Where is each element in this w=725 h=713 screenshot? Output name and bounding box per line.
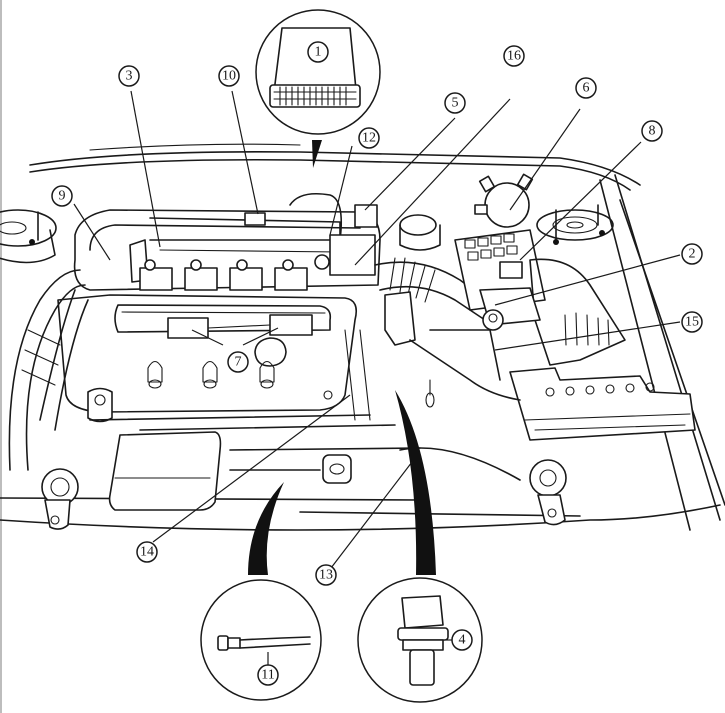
leader-7a xyxy=(191,329,224,346)
callout-8: 8 xyxy=(641,120,663,142)
callout-13: 13 xyxy=(315,564,337,586)
svg-text:15: 15 xyxy=(685,315,699,330)
svg-text:11: 11 xyxy=(261,668,274,683)
left-engine-mount xyxy=(41,468,79,530)
leader-9 xyxy=(73,203,111,261)
inset-pointers xyxy=(248,140,436,575)
svg-text:12: 12 xyxy=(362,131,376,146)
svg-text:1: 1 xyxy=(315,45,322,60)
callout-1: 1 xyxy=(307,41,329,63)
callout-12: 12 xyxy=(358,127,380,149)
fuel-injectors xyxy=(139,259,308,291)
leader-16 xyxy=(354,98,511,266)
svg-text:13: 13 xyxy=(319,568,333,583)
leader-8 xyxy=(519,141,642,261)
inset-ecu-connector xyxy=(255,9,381,135)
svg-text:9: 9 xyxy=(59,189,66,204)
intake-manifold xyxy=(73,192,381,291)
callout-6: 6 xyxy=(575,77,597,99)
leader-7b xyxy=(242,327,279,346)
leader-13 xyxy=(330,461,413,569)
callout-3: 3 xyxy=(118,65,140,87)
callout-2: 2 xyxy=(681,243,703,265)
svg-text:16: 16 xyxy=(507,49,521,64)
pointer-to-temp-sensor xyxy=(395,390,436,575)
right-strut-tower xyxy=(536,204,614,245)
lower-engine-block xyxy=(89,414,421,511)
valve-cover xyxy=(57,294,358,423)
leader-10 xyxy=(231,90,259,215)
svg-text:5: 5 xyxy=(452,96,459,111)
svg-text:8: 8 xyxy=(649,124,656,139)
leader-14 xyxy=(152,394,351,543)
leader-6 xyxy=(509,108,581,211)
leader-5 xyxy=(364,117,456,211)
coolant-reservoir xyxy=(399,214,441,251)
inset-temp-sensor xyxy=(357,577,483,703)
callout-15: 15 xyxy=(681,311,703,333)
right-engine-mount xyxy=(529,459,567,526)
intake-air-duct xyxy=(374,257,491,346)
leader-2 xyxy=(494,254,681,306)
radiator-hoses xyxy=(8,269,89,471)
svg-text:3: 3 xyxy=(126,69,133,84)
pointer-to-oxygen-sensor xyxy=(248,482,284,575)
left-strut-tower xyxy=(0,209,57,264)
callout-14: 14 xyxy=(136,541,158,563)
callout-16: 16 xyxy=(503,45,525,67)
pointer-to-ecu-connector xyxy=(312,140,322,168)
svg-text:14: 14 xyxy=(140,545,154,560)
callout-5: 5 xyxy=(444,92,466,114)
svg-text:7: 7 xyxy=(235,355,242,370)
body-outline xyxy=(0,143,725,531)
leader-lines xyxy=(73,90,681,665)
image-border xyxy=(0,0,2,713)
callout-9: 9 xyxy=(51,185,73,207)
battery xyxy=(509,367,696,441)
svg-text:6: 6 xyxy=(583,81,590,96)
misc-hoses xyxy=(344,329,521,481)
callout-7: 7 xyxy=(227,351,249,373)
inset-oxygen-sensor xyxy=(200,579,322,701)
leader-3 xyxy=(130,90,161,248)
callout-11: 11 xyxy=(257,664,279,686)
leader-15 xyxy=(494,321,681,351)
svg-text:10: 10 xyxy=(222,69,236,84)
callout-4: 4 xyxy=(451,629,473,651)
leader-12 xyxy=(329,145,353,236)
distributor xyxy=(474,173,534,228)
svg-text:2: 2 xyxy=(689,247,696,262)
callout-10: 10 xyxy=(218,65,240,87)
svg-text:4: 4 xyxy=(459,633,466,648)
